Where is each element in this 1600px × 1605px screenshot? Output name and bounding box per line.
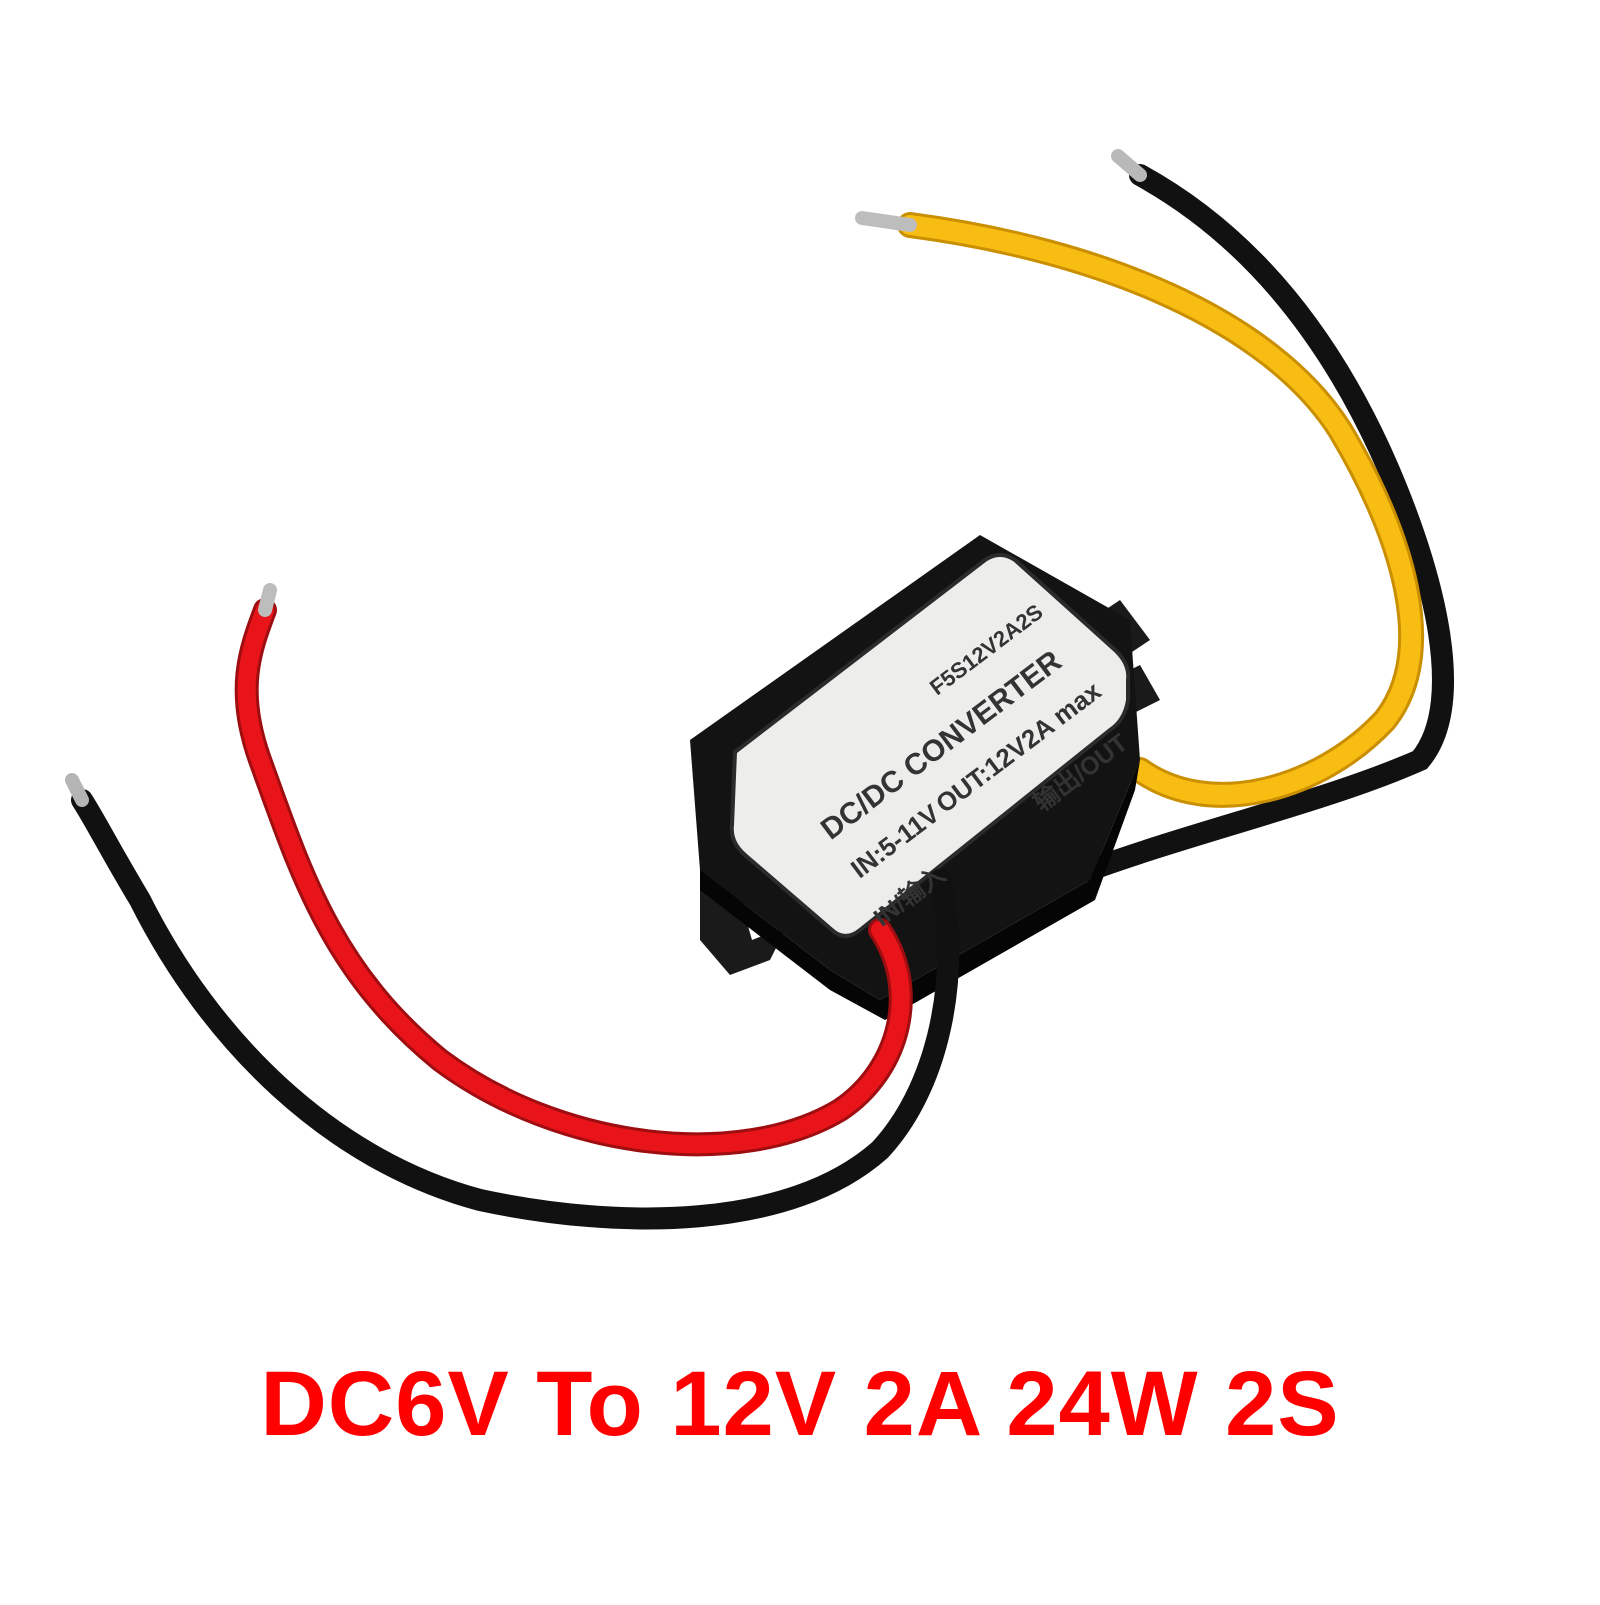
output-black-wire [1079, 149, 1454, 881]
converter-housing [690, 535, 1160, 1020]
output-yellow-wire [855, 211, 1425, 808]
input-red-wire [234, 583, 913, 1157]
input-black-wire [65, 773, 960, 1230]
label-plate [729, 553, 1131, 938]
product-caption: DC6V To 12V 2A 24W 2S [260, 1353, 1340, 1455]
